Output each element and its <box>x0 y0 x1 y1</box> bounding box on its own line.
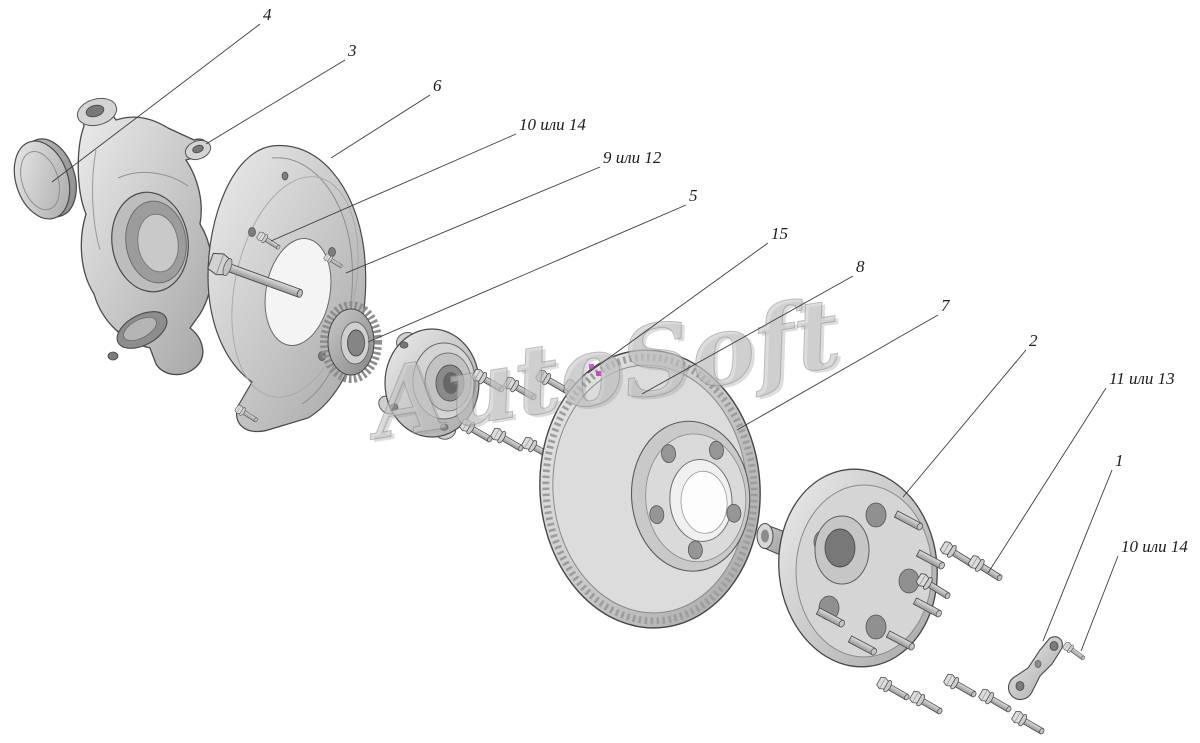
callout-labels: 4 3 6 10 или 14 9 или 12 5 15 8 7 2 11 и… <box>263 5 1188 556</box>
leader-line-11-13 <box>987 387 1107 574</box>
leader-line-3 <box>205 59 346 145</box>
callout-label-5: 5 <box>689 186 698 205</box>
callout-label-4: 4 <box>263 5 272 24</box>
callout-label-11-13: 11 или 13 <box>1109 369 1175 388</box>
part-bracket <box>1007 636 1063 701</box>
leader-line-2 <box>902 349 1027 498</box>
leader-line-7 <box>736 314 939 431</box>
leader-line-1 <box>1042 469 1113 642</box>
leader-line-10-14-top <box>270 133 517 242</box>
leader-line-4 <box>51 23 261 183</box>
leader-line-8 <box>641 275 854 395</box>
callout-label-10-14-bottom: 10 или 14 <box>1121 537 1188 556</box>
part-tone-ring <box>320 301 382 383</box>
leader-line-10-14-bottom <box>1080 555 1119 652</box>
part-wheel-hub <box>756 468 945 668</box>
part-long-bolt <box>207 252 303 298</box>
leader-line-5 <box>367 204 687 343</box>
callout-label-7: 7 <box>941 296 951 315</box>
part-steering-knuckle <box>76 97 213 376</box>
callout-label-3: 3 <box>347 41 357 60</box>
part-brake-disc <box>539 349 761 629</box>
callout-label-15: 15 <box>771 224 788 243</box>
wheel-studs <box>815 510 945 656</box>
part-dust-cap <box>13 138 77 220</box>
watermark-color-mark <box>589 364 601 376</box>
callout-label-6: 6 <box>433 76 442 95</box>
leader-line-9-12 <box>345 166 601 274</box>
callout-label-1: 1 <box>1115 451 1124 470</box>
callout-label-10-14-top: 10 или 14 <box>519 115 586 134</box>
leader-line-15 <box>587 242 769 374</box>
callout-label-9-12: 9 или 12 <box>603 148 662 167</box>
leader-lines <box>51 23 1119 652</box>
part-hub-bearing <box>378 328 480 440</box>
callout-label-8: 8 <box>856 257 865 276</box>
callout-label-2: 2 <box>1029 331 1038 350</box>
leader-line-6 <box>330 94 431 159</box>
